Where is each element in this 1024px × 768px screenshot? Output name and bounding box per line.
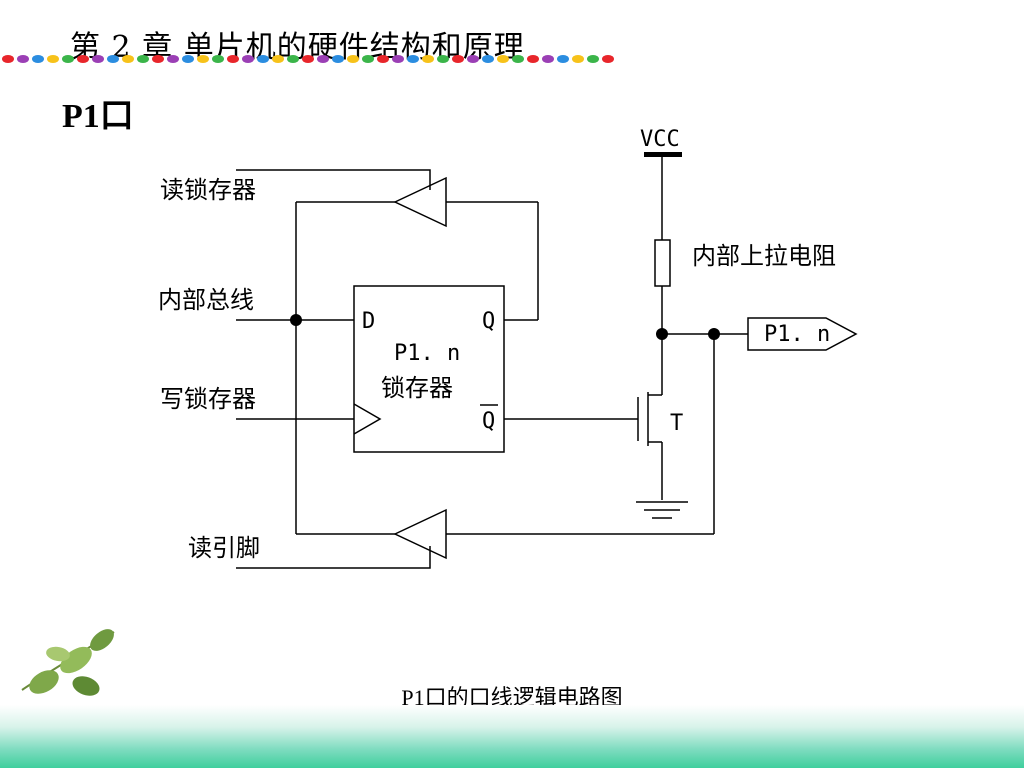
ground-icon [636,501,688,519]
decorative-dot [272,55,284,63]
read-latch-buffer [393,176,447,228]
label-latch-name: P1. n [394,341,460,366]
decorative-dot [92,55,104,63]
decorative-dot [182,55,194,63]
label-pin-p1n: P1. n [764,322,830,347]
leaf-sprig-icon [21,629,115,696]
decorative-dot [32,55,44,63]
junction-dot [708,328,720,340]
decorative-dot-bar [2,55,614,63]
decorative-dot [422,55,434,63]
p1-port-logic-diagram: 读锁存器 内部总线 写锁存器 读引脚 VCC 内部上拉电阻 P1. n P1. … [158,127,858,569]
label-q-output: Q [482,309,495,334]
decorative-dot [542,55,554,63]
decorative-dot [452,55,464,63]
decorative-dot [512,55,524,63]
p1n-latch-box [353,285,505,453]
label-internal-bus: 内部总线 [158,286,254,314]
decorative-dot [122,55,134,63]
label-latch-word: 锁存器 [381,374,453,402]
decorative-dot [347,55,359,63]
decorative-dot [257,55,269,63]
decorative-dot [332,55,344,63]
read-pin-buffer [393,508,447,560]
decorative-dot [152,55,164,63]
decorative-dot [17,55,29,63]
label-qbar-output: Q [482,409,495,434]
decorative-dot [467,55,479,63]
decorative-dot [497,55,509,63]
pullup-resistor [654,239,671,287]
decorative-dot [212,55,224,63]
decorative-dot [242,55,254,63]
section-heading: P1口 [62,98,134,135]
decorative-dot [287,55,299,63]
decorative-dot [482,55,494,63]
decorative-dot [167,55,179,63]
decorative-dot [317,55,329,63]
decorative-dot [392,55,404,63]
label-write-latch: 写锁存器 [160,385,256,413]
label-read-pin: 读引脚 [188,534,260,562]
vcc-rail [644,152,682,157]
decorative-dot [437,55,449,63]
decorative-dot [227,55,239,63]
label-transistor-t: T [670,411,683,436]
decorative-dot [77,55,89,63]
label-pullup-resistor: 内部上拉电阻 [692,242,836,270]
label-d-input: D [362,309,375,334]
junction-dot [656,328,668,340]
decorative-dot [572,55,584,63]
decorative-dot [602,55,614,63]
decorative-dot [362,55,374,63]
decorative-dot [107,55,119,63]
label-vcc: VCC [640,127,680,152]
decorative-dot [407,55,419,63]
decorative-dot [557,55,569,63]
decorative-dot [587,55,599,63]
decorative-dot [377,55,389,63]
decorative-dot [197,55,209,63]
clock-input-marker [353,403,382,435]
junction-dot [290,314,302,326]
decorative-bottom-band [0,705,1024,768]
decorative-dot [137,55,149,63]
pin-p1n-terminal [747,317,858,351]
decorative-dot [47,55,59,63]
decorative-dot [527,55,539,63]
decorative-dot [2,55,14,63]
label-read-latch: 读锁存器 [160,176,256,204]
decorative-dot [302,55,314,63]
decorative-dot [62,55,74,63]
